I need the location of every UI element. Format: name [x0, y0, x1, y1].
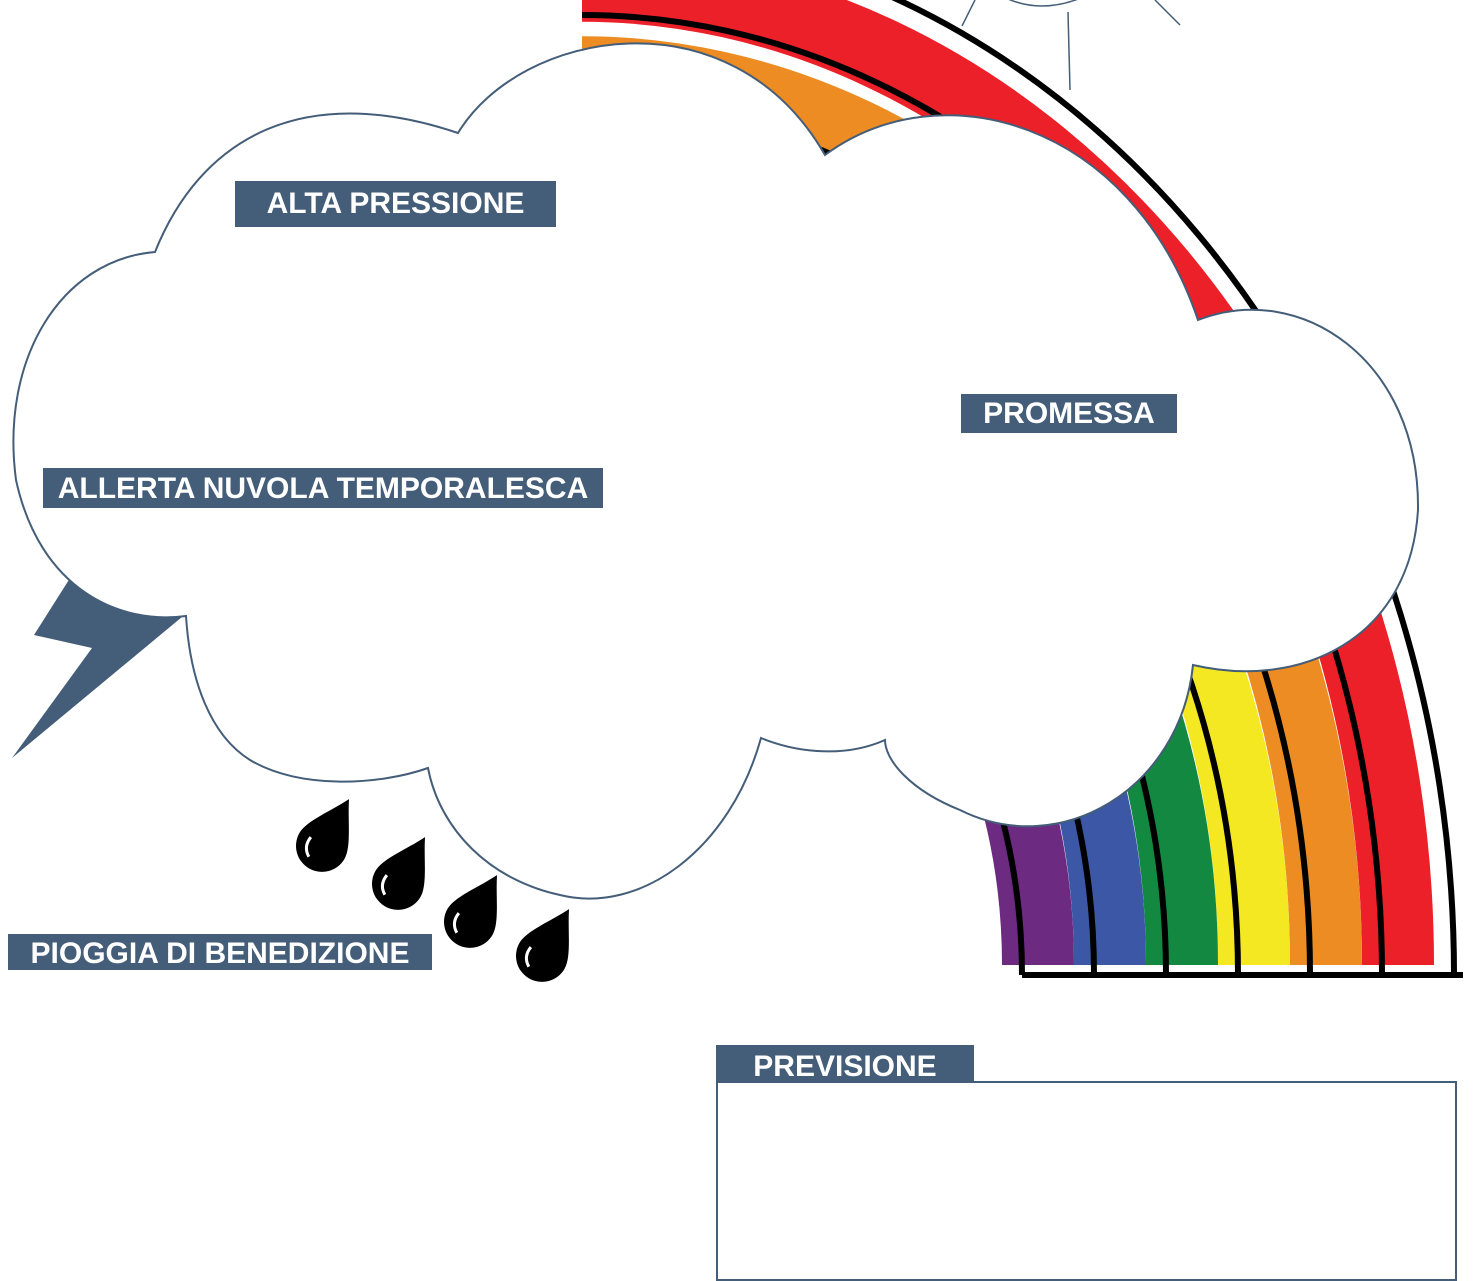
raindrops	[296, 799, 569, 982]
rainbow-outline	[891, 0, 1457, 976]
raindrop-icon	[372, 837, 425, 910]
cloud-icon	[12, 42, 1420, 900]
raindrop-icon	[516, 909, 569, 982]
label-promise: PROMESSA	[961, 394, 1177, 433]
raindrop-icon	[444, 875, 497, 948]
lightning-bolt-icon	[12, 575, 188, 758]
raindrop-icon	[296, 799, 349, 872]
sun-icon	[961, 0, 1181, 91]
label-forecast: PREVISIONE	[716, 1045, 974, 1083]
label-storm-alert: ALLERTA NUVOLA TEMPORALESCA	[43, 468, 603, 508]
label-high-pressure: ALTA PRESSIONE	[235, 181, 556, 227]
forecast-writing-box[interactable]	[716, 1081, 1457, 1281]
label-rain-of-blessing: PIOGGIA DI BENEDIZIONE	[8, 934, 432, 970]
